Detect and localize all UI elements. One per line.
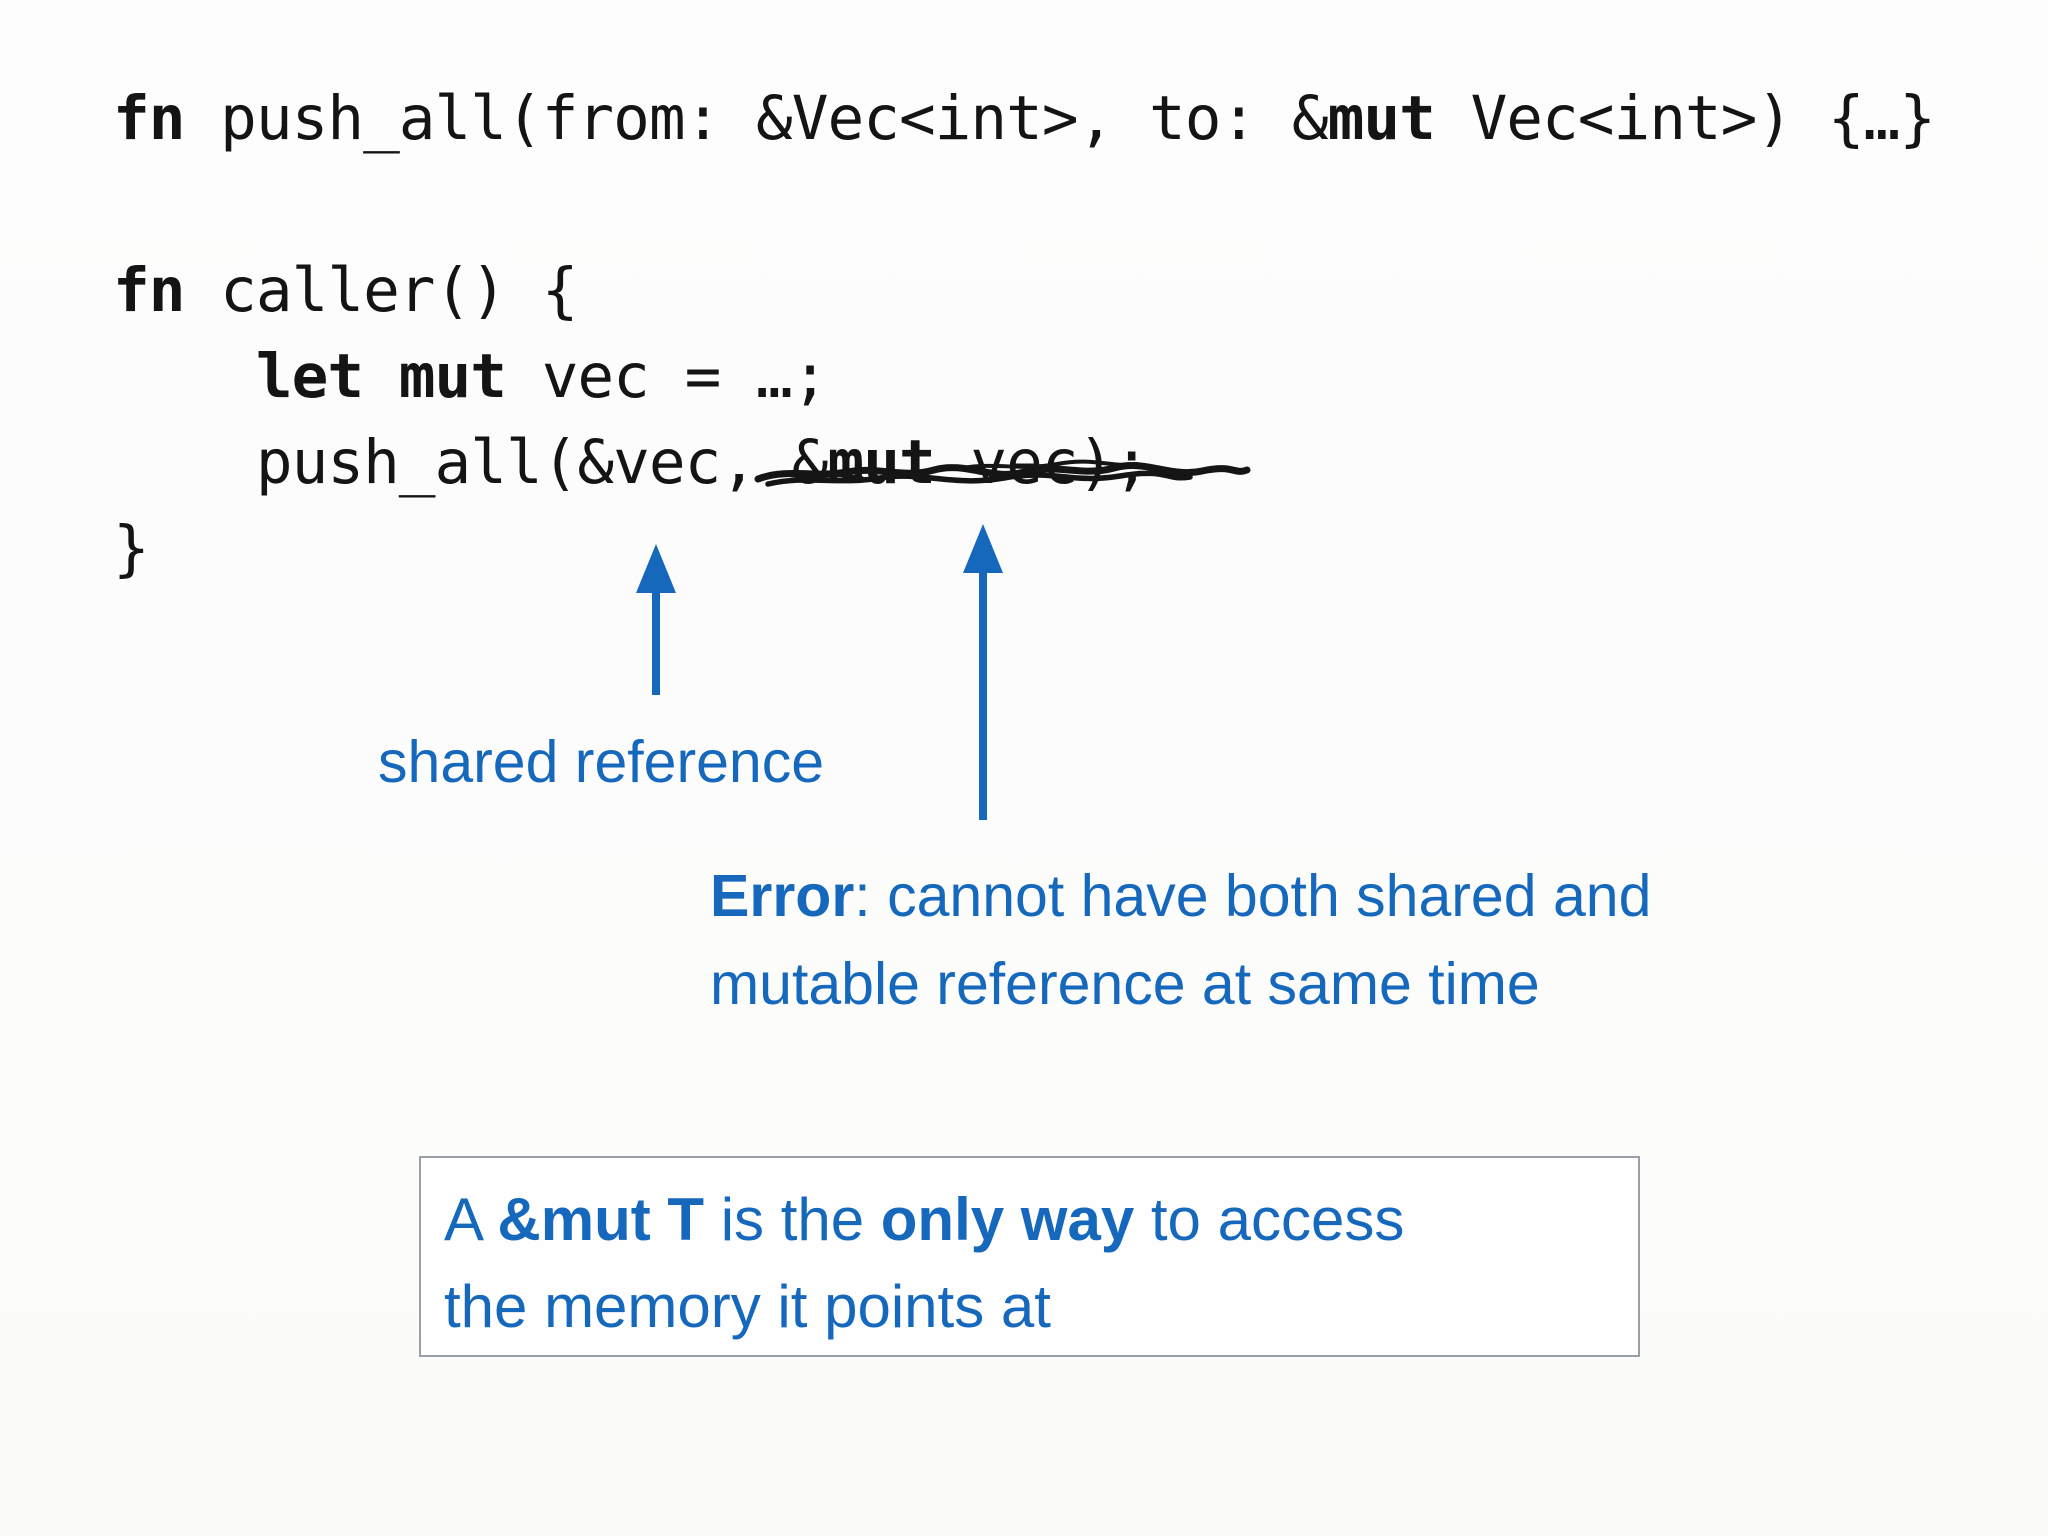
callout-box: A &mut T is the only way to access the m… [419, 1156, 1640, 1357]
error-arrow [963, 524, 1003, 820]
code-line [113, 162, 1935, 248]
code-line: fn caller() { [113, 255, 578, 326]
shared-reference-label: shared reference [378, 729, 825, 795]
shared-reference-arrow [636, 544, 676, 695]
strikethrough-scribble [754, 459, 1251, 487]
code-line: fn push_all(from: &Vec<int>, to: &mut Ve… [113, 83, 1936, 154]
code-line: push_all(&vec, &mut vec); [113, 427, 1150, 498]
error-note-line1: Error: cannot have both shared and [710, 852, 1651, 940]
error-keyword: Error [710, 863, 855, 929]
error-line1-text: : cannot have both shared and [854, 863, 1652, 929]
code-line: let mut vec = …; [255, 341, 829, 412]
callout-line2: the memory it points at [444, 1273, 1051, 1340]
error-note: Error: cannot have both shared and mutab… [710, 852, 1651, 1028]
callout-line1: A &mut T is the only way to access [444, 1186, 1405, 1253]
code-line: } [113, 513, 150, 584]
code-block: fn push_all(from: &Vec<int>, to: &mut Ve… [113, 76, 1936, 592]
error-note-line2: mutable reference at same time [710, 951, 1540, 1017]
